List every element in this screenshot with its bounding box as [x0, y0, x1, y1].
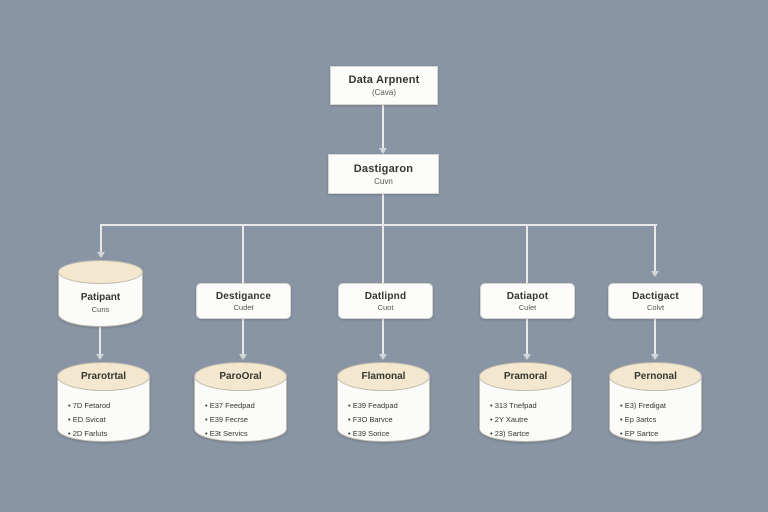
node-datiapot: Datiapot Culet [480, 283, 575, 319]
database-title: Flamonal [361, 371, 406, 382]
database-parooral: ParoOral • E37 Feedpad • E39 Fecrse • E3… [194, 362, 287, 442]
cylinder-top: ParoOral [194, 362, 287, 391]
database-title: Pernonal [634, 371, 677, 382]
database-item: • 313 Tnefpad [490, 400, 537, 410]
database-pernonal: Pernonal • E3) Fredigat • Ep 3artcs • EP… [609, 362, 702, 442]
cylinder-top: Prarotrtal [57, 362, 150, 391]
database-item: • 2Y Xautre [490, 414, 528, 424]
node-dastigaron: Dastigaron Cuvn [328, 154, 439, 194]
connector-bottom-2 [242, 318, 244, 355]
database-pramoral: Pramoral • 313 Tnefpad • 2Y Xautre • 23)… [479, 362, 572, 442]
node-subtitle: (Cava) [371, 88, 396, 97]
database-item: • E39 Fecrse [205, 414, 249, 424]
connector-bottom-1 [99, 327, 101, 355]
cylinder-patipant: Patipant Cuns [58, 260, 143, 327]
database-item: • EP Sartce [620, 428, 659, 438]
database-items: • 313 Tnefpad • 2Y Xautre • 23) Sartce [490, 400, 568, 438]
cylinder-top: Pramoral [479, 362, 572, 391]
database-item: • 2D Farluts [68, 428, 108, 438]
database-title: ParoOral [219, 371, 262, 382]
connector-bottom-3 [382, 318, 384, 355]
database-item: • E3) Fredigat [620, 400, 666, 410]
connector-drop-5 [654, 224, 656, 272]
arrowhead-bottom-5 [651, 354, 659, 360]
database-item: • 23) Sartce [490, 428, 530, 438]
database-items: • E37 Feedpad • E39 Fecrse • E3t Servics [205, 400, 283, 438]
cylinder-top: Pernonal [609, 362, 702, 391]
node-dactigact: Dactigact Colvt [608, 283, 703, 319]
database-item: • E39 Feadpad [348, 400, 398, 410]
connector-branch-horizontal [100, 224, 657, 226]
node-title: Datiapot [506, 290, 549, 302]
arrowhead-bottom-1 [96, 354, 104, 360]
node-data-arpnent: Data Arpnent (Cava) [330, 66, 438, 105]
node-subtitle: Cudet [233, 302, 254, 312]
arrowhead-drop-1 [97, 252, 105, 258]
arrowhead-bottom-3 [379, 354, 387, 360]
node-datlipnd: Datlipnd Cuot [338, 283, 433, 319]
database-item: • E39 Sorice [348, 428, 390, 438]
node-title: Data Arpnent [348, 74, 420, 86]
arrowhead-bottom-4 [523, 354, 531, 360]
connector-bottom-5 [654, 318, 656, 355]
database-items: • E3) Fredigat • Ep 3artcs • EP Sartce [620, 400, 698, 438]
node-subtitle: Cuvn [374, 176, 393, 186]
connector-drop-4 [526, 224, 528, 284]
connector-drop-2 [242, 224, 244, 284]
database-title: Pramoral [503, 371, 548, 382]
node-subtitle: Cuns [91, 304, 110, 314]
node-destigance: Destigance Cudet [196, 283, 291, 319]
connector-top2-trunk [382, 193, 384, 225]
node-subtitle: Colvt [646, 302, 665, 312]
arrowhead-top2 [379, 148, 387, 154]
connector-bottom-4 [526, 318, 528, 355]
node-title: Dactigact [632, 290, 679, 302]
node-title: Destigance [215, 290, 272, 302]
database-item: • Ep 3artcs [620, 414, 657, 424]
database-item: • E3t Servics [205, 428, 248, 438]
cylinder-label: Patipant Cuns [58, 284, 143, 321]
node-subtitle: Cuot [377, 302, 394, 312]
node-title: Datlipnd [364, 290, 407, 302]
database-item: • 7D Fetarod [68, 400, 111, 410]
arrowhead-bottom-2 [239, 354, 247, 360]
database-flamonal: Flamonal • E39 Feadpad • F3O Barvce • E3… [337, 362, 430, 442]
connector-drop-3 [382, 224, 384, 284]
cylinder-top [58, 260, 143, 284]
database-prarotrtal: Prarotrtal • 7D Fetarod • ED Svicat • 2D… [57, 362, 150, 442]
database-title: Prarotrtal [80, 371, 126, 382]
cylinder-top: Flamonal [337, 362, 430, 391]
database-item: • E37 Feedpad [205, 400, 255, 410]
connector-drop-1 [100, 224, 102, 253]
database-items: • 7D Fetarod • ED Svicat • 2D Farluts [68, 400, 146, 438]
node-title: Patipant [80, 291, 121, 303]
database-item: • ED Svicat [68, 414, 106, 424]
node-title: Dastigaron [353, 162, 414, 175]
node-subtitle: Culet [518, 302, 537, 312]
database-items: • E39 Feadpad • F3O Barvce • E39 Sorice [348, 400, 426, 438]
arrowhead-drop-5 [651, 271, 659, 277]
database-item: • F3O Barvce [348, 414, 393, 424]
connector-top1-top2 [382, 103, 384, 149]
